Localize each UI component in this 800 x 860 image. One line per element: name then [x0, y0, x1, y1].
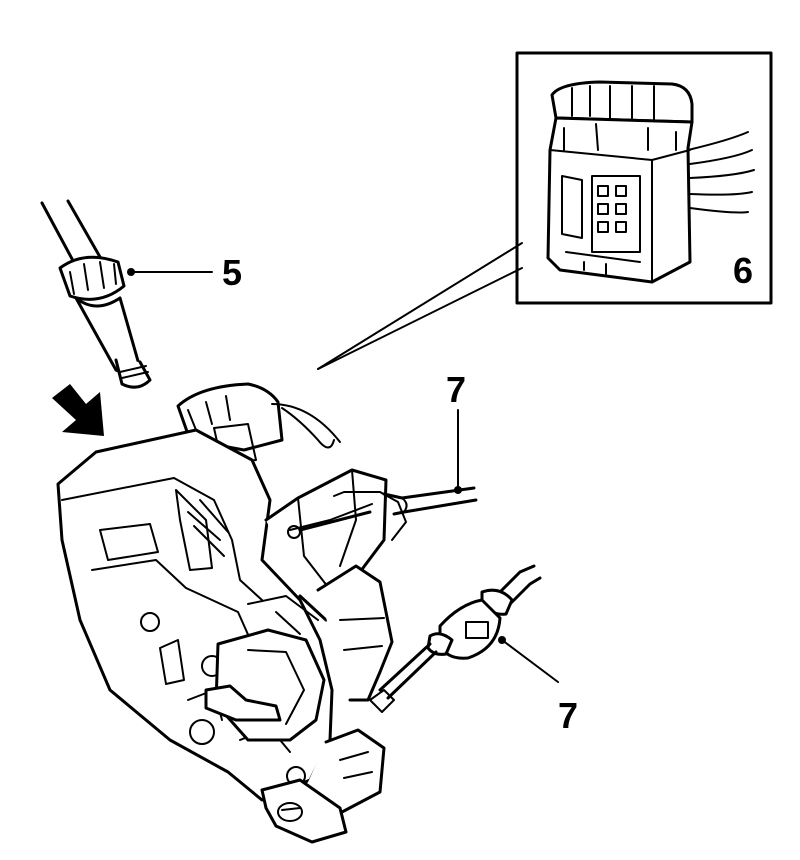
upper-cable	[333, 486, 478, 541]
callout-7-upper-leader	[454, 409, 462, 494]
lower-cable	[369, 564, 542, 713]
callout-5: 5	[222, 252, 242, 293]
callout-5-leader	[127, 268, 213, 276]
electrical-connector	[546, 80, 755, 284]
callout-7-upper: 7	[446, 369, 466, 410]
door-lock-assembly	[56, 382, 394, 844]
callout-6: 6	[733, 250, 753, 291]
arrow-down-right-icon	[52, 384, 104, 436]
lock-rod-part	[40, 199, 152, 389]
callout-7-lower-leader	[498, 636, 559, 683]
connector-inset: 6	[317, 51, 773, 370]
callout-7-lower: 7	[558, 695, 578, 736]
